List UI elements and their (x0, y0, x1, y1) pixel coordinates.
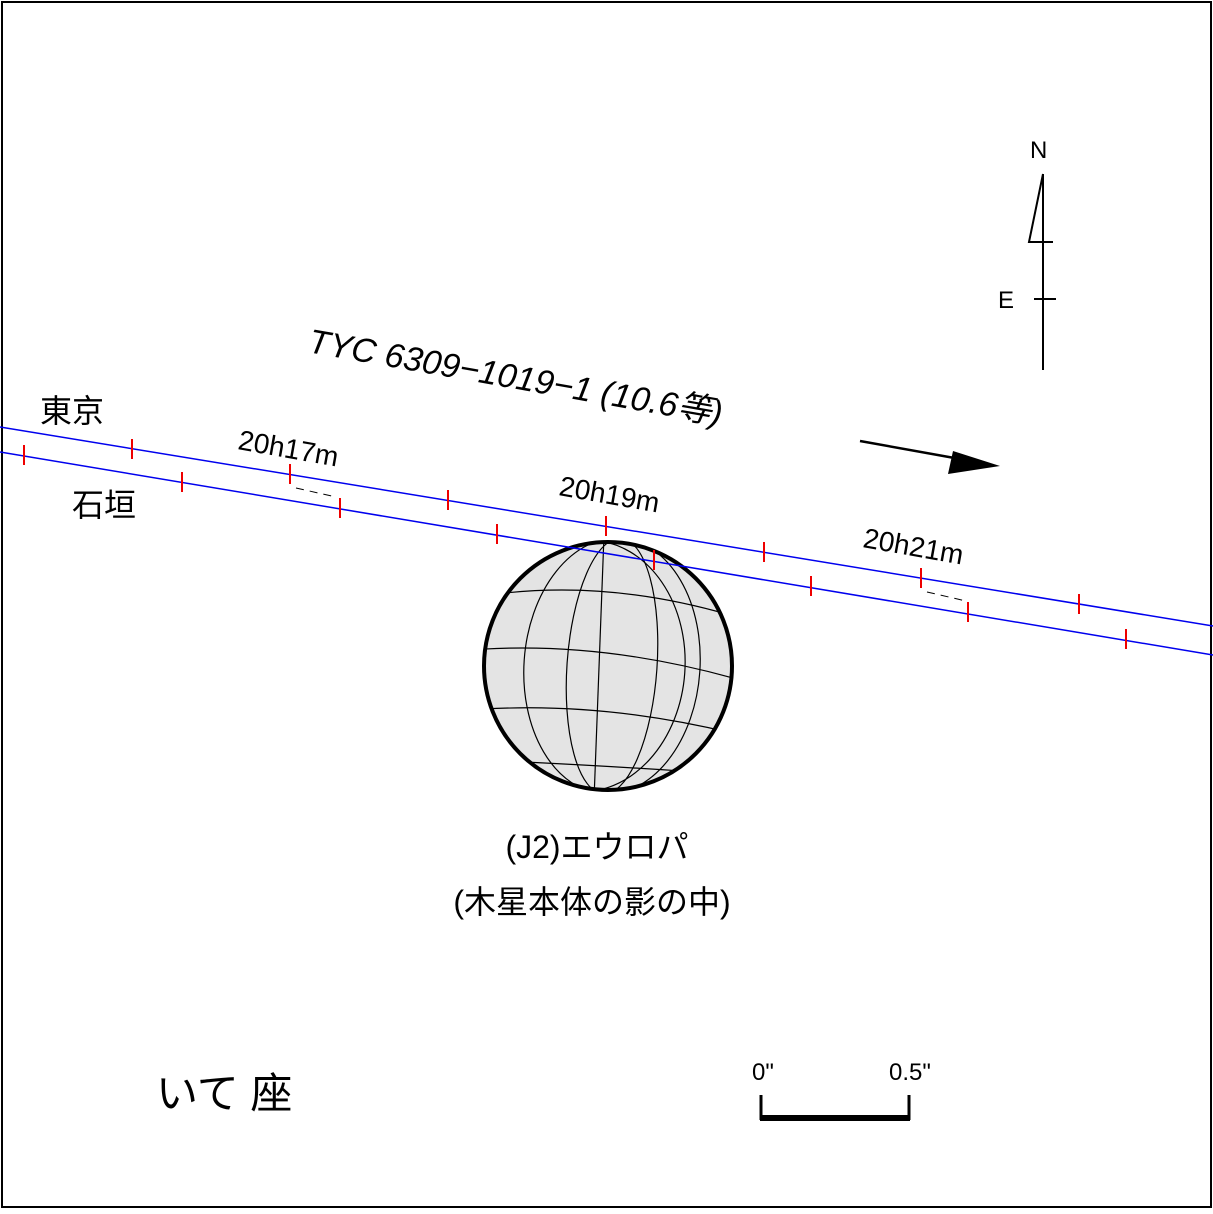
scale-end-label: 0.5" (889, 1059, 931, 1086)
motion-arrow (859, 439, 1000, 474)
site-label-ishigaki: 石垣 (72, 487, 136, 523)
track-line-ishigaki (0, 451, 1213, 656)
compass: N E (998, 137, 1056, 370)
time-connector-2017 (295, 487, 337, 498)
europa-outline (482, 540, 734, 792)
scale-bar: 0" 0.5" (752, 1059, 931, 1121)
time-connector-2021 (926, 591, 967, 602)
europa-body (482, 540, 734, 792)
time-label-2017: 20h17m (236, 424, 341, 472)
time-ticks (23, 439, 1127, 649)
time-label-2019: 20h19m (557, 470, 662, 518)
time-label-2021: 20h21m (861, 522, 966, 570)
constellation-label: いて 座 (156, 1070, 292, 1117)
east-label: E (998, 287, 1014, 314)
body-name: (J2)エウロパ (505, 829, 688, 865)
body-note: (木星本体の影の中) (453, 884, 730, 920)
north-label: N (1030, 137, 1047, 164)
scale-start-label: 0" (752, 1059, 774, 1086)
north-arrow (1027, 173, 1053, 243)
star-title: TYC 6309−1019−1 (10.6等) (306, 322, 726, 432)
site-label-tokyo: 東京 (40, 393, 104, 429)
